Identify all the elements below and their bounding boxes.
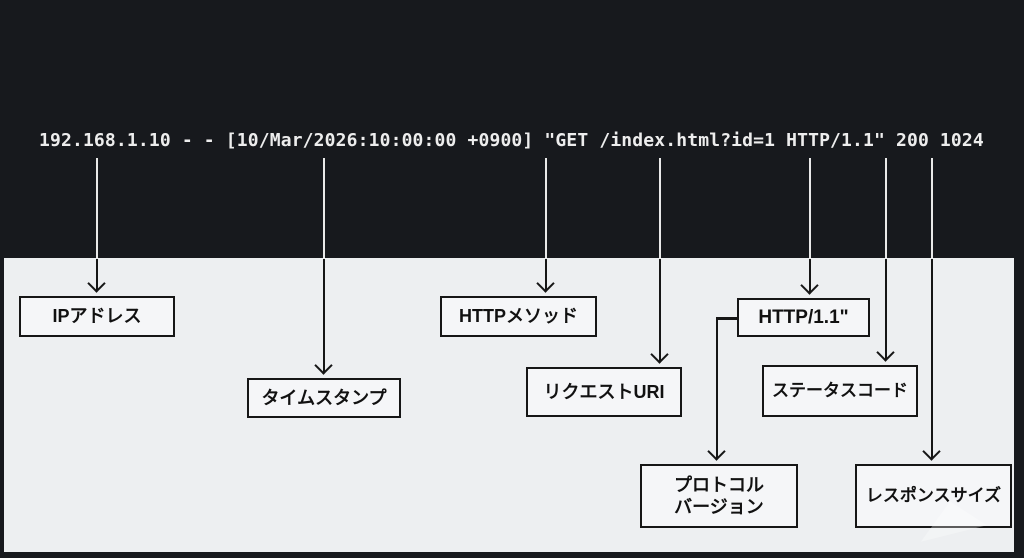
arrow-method-segment-dark	[545, 158, 547, 259]
label-box-protocol-version: プロトコル バージョン	[640, 464, 798, 528]
arrow-response-segment-light	[931, 259, 933, 458]
label-ip-address: IPアドレス	[52, 306, 142, 327]
arrow-uri-segment-light	[659, 259, 661, 361]
arrow-response-segment-dark	[931, 158, 933, 259]
arrow-httpver-segment-light	[809, 259, 811, 292]
label-http-version-literal: HTTP/1.1"	[758, 306, 849, 328]
label-box-request-uri: リクエストURI	[526, 367, 682, 417]
arrow-ip-segment-light	[96, 259, 98, 290]
arrow-method-segment-light	[545, 259, 547, 290]
arrow-uri-segment-dark	[659, 158, 661, 259]
arrow-status-segment-light	[885, 259, 887, 359]
label-box-status-code: ステータスコード	[762, 365, 918, 417]
label-http-method: HTTPメソッド	[459, 306, 578, 327]
arrow-httpver-segment-dark	[809, 158, 811, 259]
label-protocol-version-line1: プロトコル	[674, 474, 764, 495]
arrow-protocol-segment-vertical	[716, 317, 718, 458]
label-protocol-version-line2: バージョン	[674, 497, 764, 517]
label-box-ip-address: IPアドレス	[19, 296, 175, 337]
label-box-timestamp: タイムスタンプ	[247, 378, 401, 418]
label-response-size: レスポンスサイズ	[865, 486, 1002, 506]
label-request-uri: リクエストURI	[543, 381, 665, 402]
label-timestamp: タイムスタンプ	[261, 387, 387, 408]
arrow-protocol-elbow-horizontal	[716, 317, 738, 320]
access-log-line: 192.168.1.10 - - [10/Mar/2026:10:00:00 +…	[39, 130, 984, 151]
arrow-timestamp-segment-dark	[323, 158, 325, 259]
label-box-http-version-literal: HTTP/1.1"	[737, 298, 870, 337]
label-box-response-size: レスポンスサイズ	[855, 464, 1012, 528]
arrow-timestamp-segment-light	[323, 259, 325, 372]
arrow-status-segment-dark	[885, 158, 887, 259]
arrow-ip-segment-dark	[96, 158, 98, 259]
label-status-code: ステータスコード	[772, 381, 908, 401]
label-box-http-method: HTTPメソッド	[440, 296, 597, 337]
